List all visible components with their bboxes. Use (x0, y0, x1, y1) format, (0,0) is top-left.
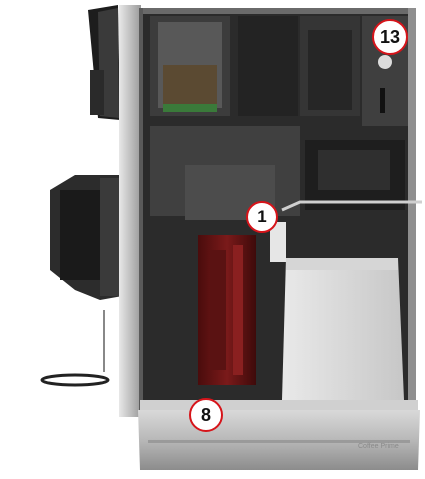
brewing-unit (198, 235, 256, 385)
dispenser-head (50, 175, 128, 300)
display-panel (88, 5, 120, 120)
callout-milk-container: 1 (246, 201, 278, 233)
bean-hopper (150, 16, 230, 116)
callout-drip-tray: 8 (189, 398, 223, 432)
callout-grounds-container: 13 (372, 19, 408, 55)
drip-tray (138, 400, 420, 470)
cup-grid (40, 310, 110, 387)
milk-container (270, 200, 422, 400)
side-frame (119, 5, 141, 417)
brand-label: Coffee Prime (358, 443, 399, 450)
